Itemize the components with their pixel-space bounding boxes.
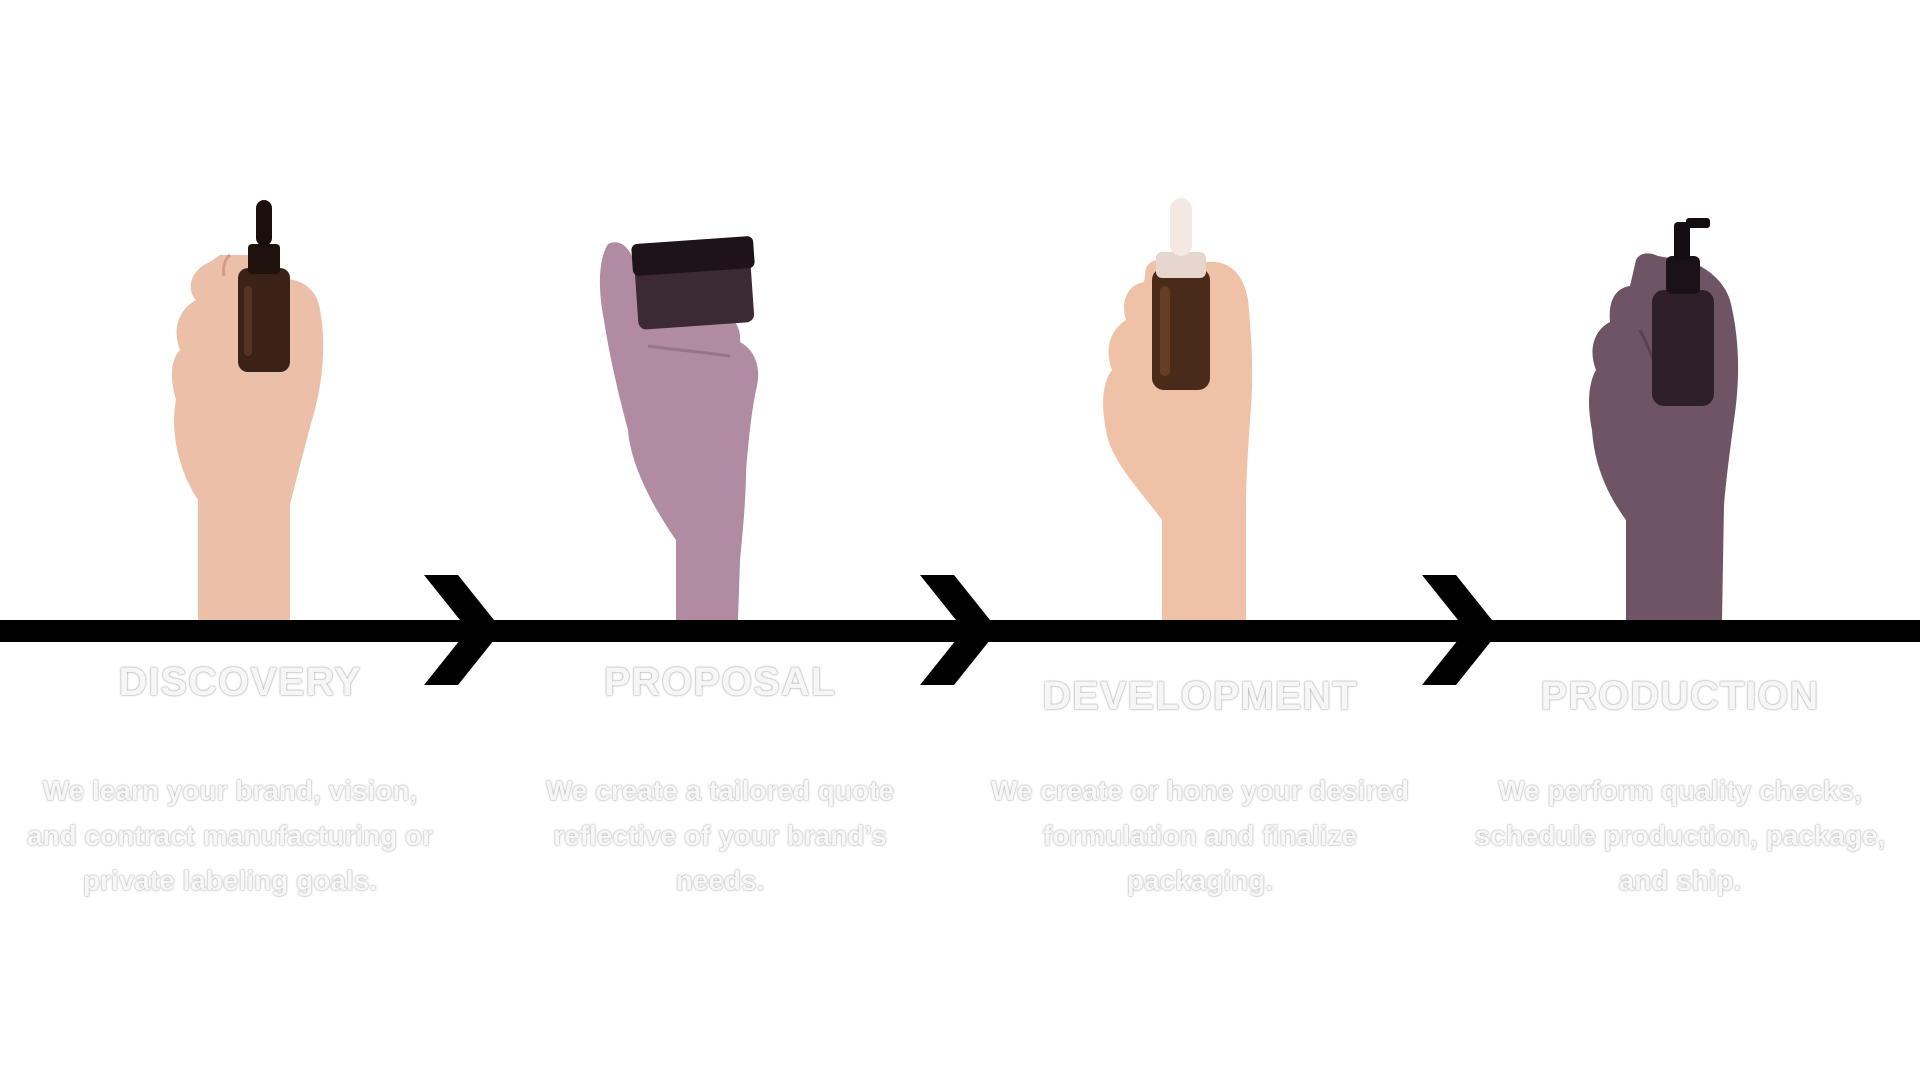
hand-holding-pump-bottle-image xyxy=(1589,218,1739,620)
hand-holding-jar-image xyxy=(599,236,759,621)
step-production: PRODUCTION We perform quality checks, sc… xyxy=(1440,0,1920,1080)
chevron-right-icon xyxy=(1422,575,1500,685)
hand-holding-dropper-bottle-white-cap-image xyxy=(1103,198,1253,620)
step-description: We create or hone your desired formulati… xyxy=(990,775,1410,896)
step-title: DEVELOPMENT xyxy=(1042,674,1358,718)
step-title: PRODUCTION xyxy=(1540,674,1820,718)
step-description: We create a tailored quote reflective of… xyxy=(545,775,895,896)
step-proposal: PROPOSAL We create a tailored quote refl… xyxy=(480,0,960,1080)
step-description: We learn your brand, vision, and contrac… xyxy=(26,775,434,896)
step-discovery: DISCOVERY We learn your brand, vision, a… xyxy=(0,0,480,1080)
chevron-right-icon xyxy=(920,575,998,685)
step-title: PROPOSAL xyxy=(603,660,837,704)
step-description: We perform quality checks, schedule prod… xyxy=(1474,775,1886,896)
hand-holding-dropper-bottle-image xyxy=(171,200,324,620)
step-development: DEVELOPMENT We create or hone your desir… xyxy=(960,0,1440,1080)
step-title: DISCOVERY xyxy=(118,660,362,704)
chevron-right-icon xyxy=(424,575,502,685)
